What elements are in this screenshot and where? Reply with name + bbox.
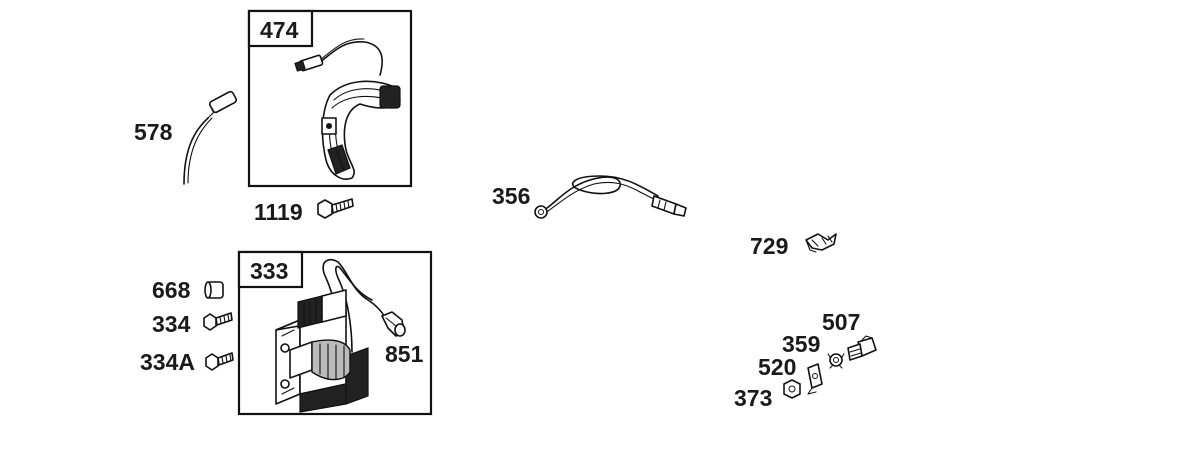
lock-washer-illustration (827, 353, 845, 369)
spark-plug-wire-illustration (183, 90, 238, 185)
part-333-frame (237, 250, 433, 416)
part-359-group: 359 (782, 331, 845, 369)
ground-wire-illustration (534, 175, 687, 219)
screw-334-illustration (203, 312, 233, 331)
part-729-label: 729 (750, 233, 788, 259)
part-334-label: 334 (152, 311, 191, 337)
part-333-label: 333 (250, 258, 288, 284)
clip-729-illustration (805, 233, 837, 253)
part-507-label: 507 (822, 309, 860, 335)
nut-373-illustration (783, 379, 801, 399)
spark-plug-boot-illustration (381, 311, 406, 337)
part-474-group: 474 (247, 9, 413, 188)
armature-harness-illustration (294, 38, 401, 180)
part-334a-group: 334A (140, 349, 234, 375)
part-507-group: 507 (822, 309, 877, 361)
bolt-1119-illustration (317, 198, 354, 219)
part-668-group: 668 (152, 277, 224, 303)
part-1119-label: 1119 (254, 199, 303, 225)
part-334a-label: 334A (140, 349, 195, 375)
part-851-group: 851 (381, 311, 424, 367)
part-334-group: 334 (152, 311, 233, 337)
part-474-tag (247, 9, 314, 48)
part-373-label: 373 (734, 385, 772, 411)
part-356-label: 356 (492, 183, 530, 209)
part-333-tag (237, 250, 304, 289)
part-333-group: 333 (237, 250, 433, 416)
part-474-label: 474 (260, 17, 299, 43)
terminal-520-illustration (807, 363, 823, 395)
spacer-668-illustration (204, 281, 224, 299)
part-578-group: 578 (134, 90, 238, 185)
part-474-frame (247, 9, 413, 188)
switch-507-illustration (847, 335, 877, 361)
part-520-group: 520 (758, 354, 823, 395)
part-1119-group: 1119 (254, 198, 354, 225)
part-373-group: 373 (734, 379, 801, 411)
part-729-group: 729 (750, 233, 837, 259)
screw-334a-illustration (205, 352, 234, 371)
ignition-armature-illustration (275, 258, 385, 413)
part-668-label: 668 (152, 277, 191, 303)
part-359-label: 359 (782, 331, 820, 357)
part-520-label: 520 (758, 354, 796, 380)
part-851-label: 851 (385, 341, 424, 367)
part-356-group: 356 (492, 175, 687, 219)
part-578-label: 578 (134, 119, 173, 145)
